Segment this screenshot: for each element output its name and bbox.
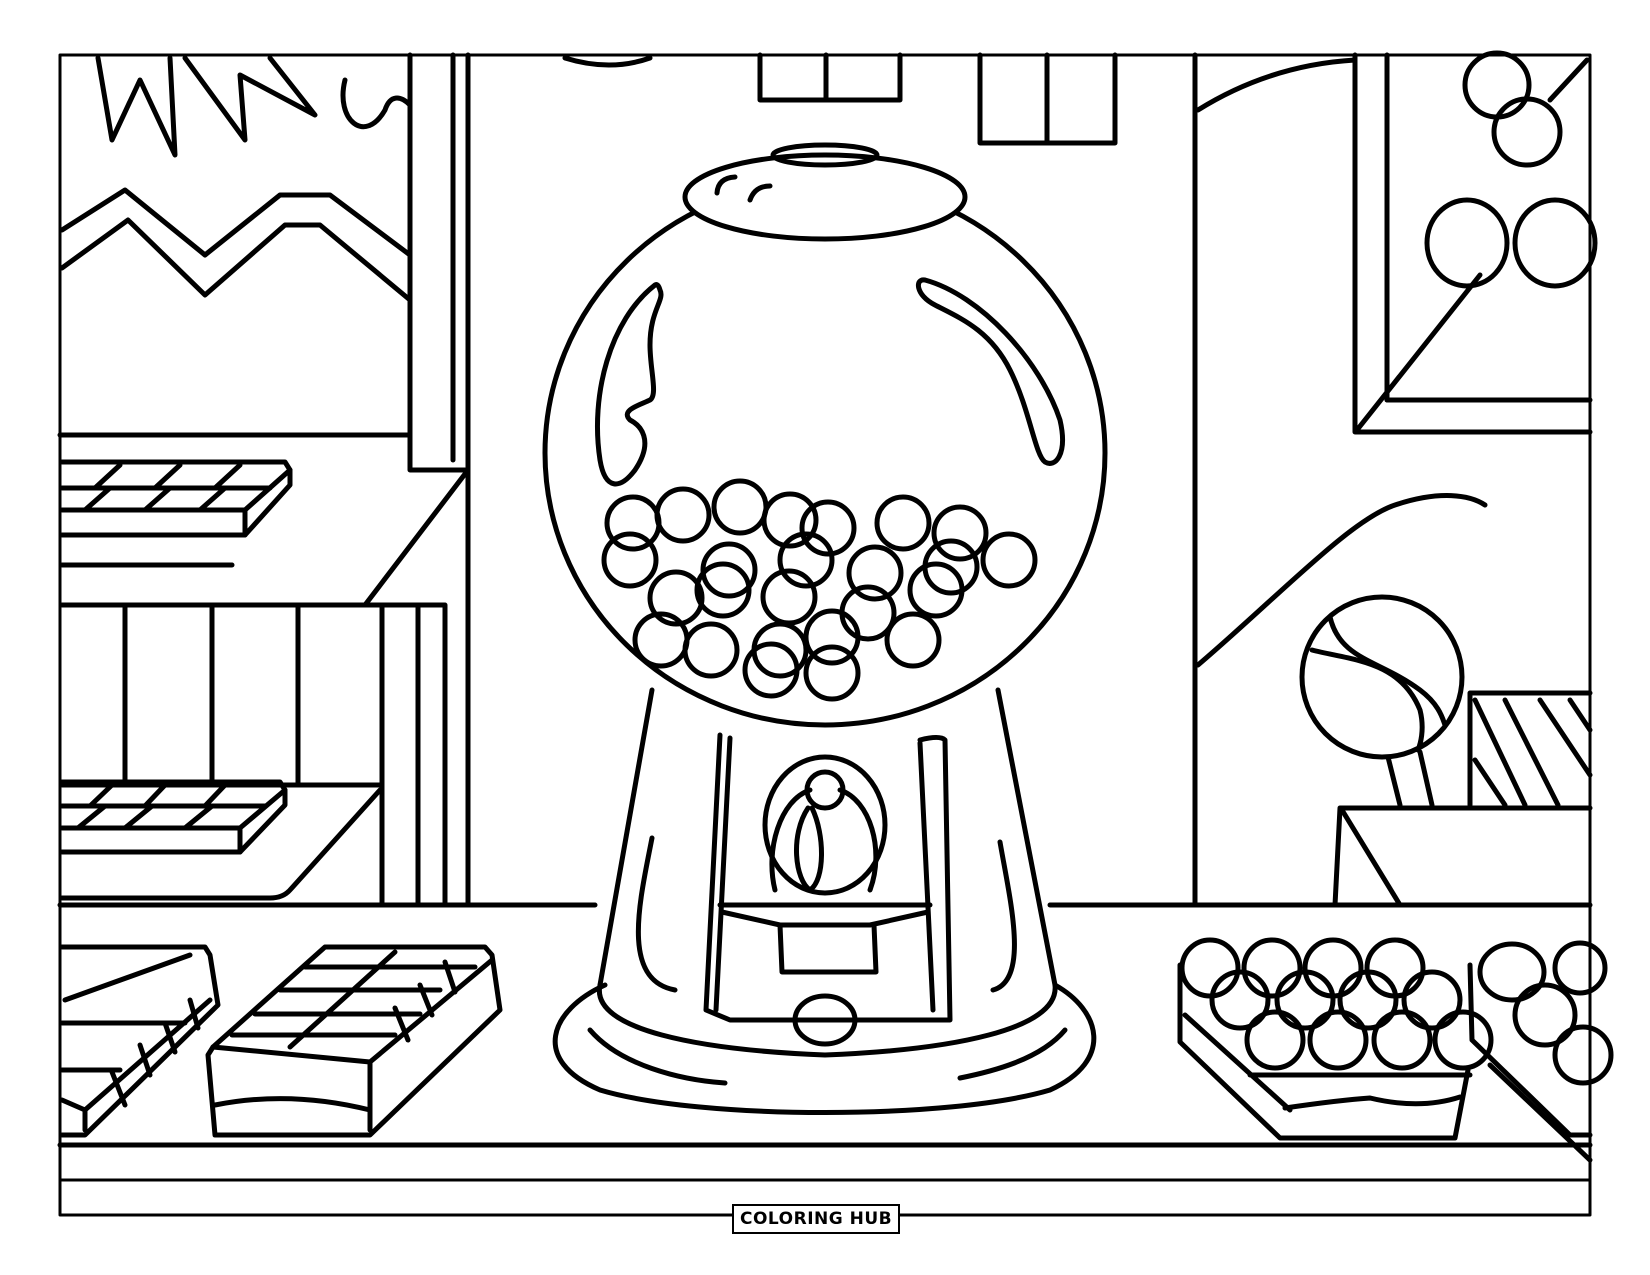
left-window: [57, 52, 471, 908]
coloring-hub-logo: COLORING HUB: [732, 1204, 901, 1234]
top-panels: [562, 52, 1118, 146]
glass-highlight-left: [595, 282, 664, 487]
striped-cabinet: [59, 467, 471, 908]
chocolate-bar-shelf-top: [59, 459, 293, 568]
gumball-machine: [542, 142, 1108, 1115]
glass-highlight-right: [916, 277, 1065, 466]
candy-tray-right: [1467, 940, 1614, 1163]
chocolate-bar-shelf-bottom: [59, 779, 288, 855]
gumballs: [601, 478, 1038, 702]
right-shelf: [1195, 493, 1593, 908]
candy-tray-left: [1177, 937, 1494, 1141]
chocolate-bar-counter-left: [59, 944, 221, 1138]
chocolate-bar-counter-right: [205, 944, 503, 1138]
right-window: [1192, 50, 1598, 908]
